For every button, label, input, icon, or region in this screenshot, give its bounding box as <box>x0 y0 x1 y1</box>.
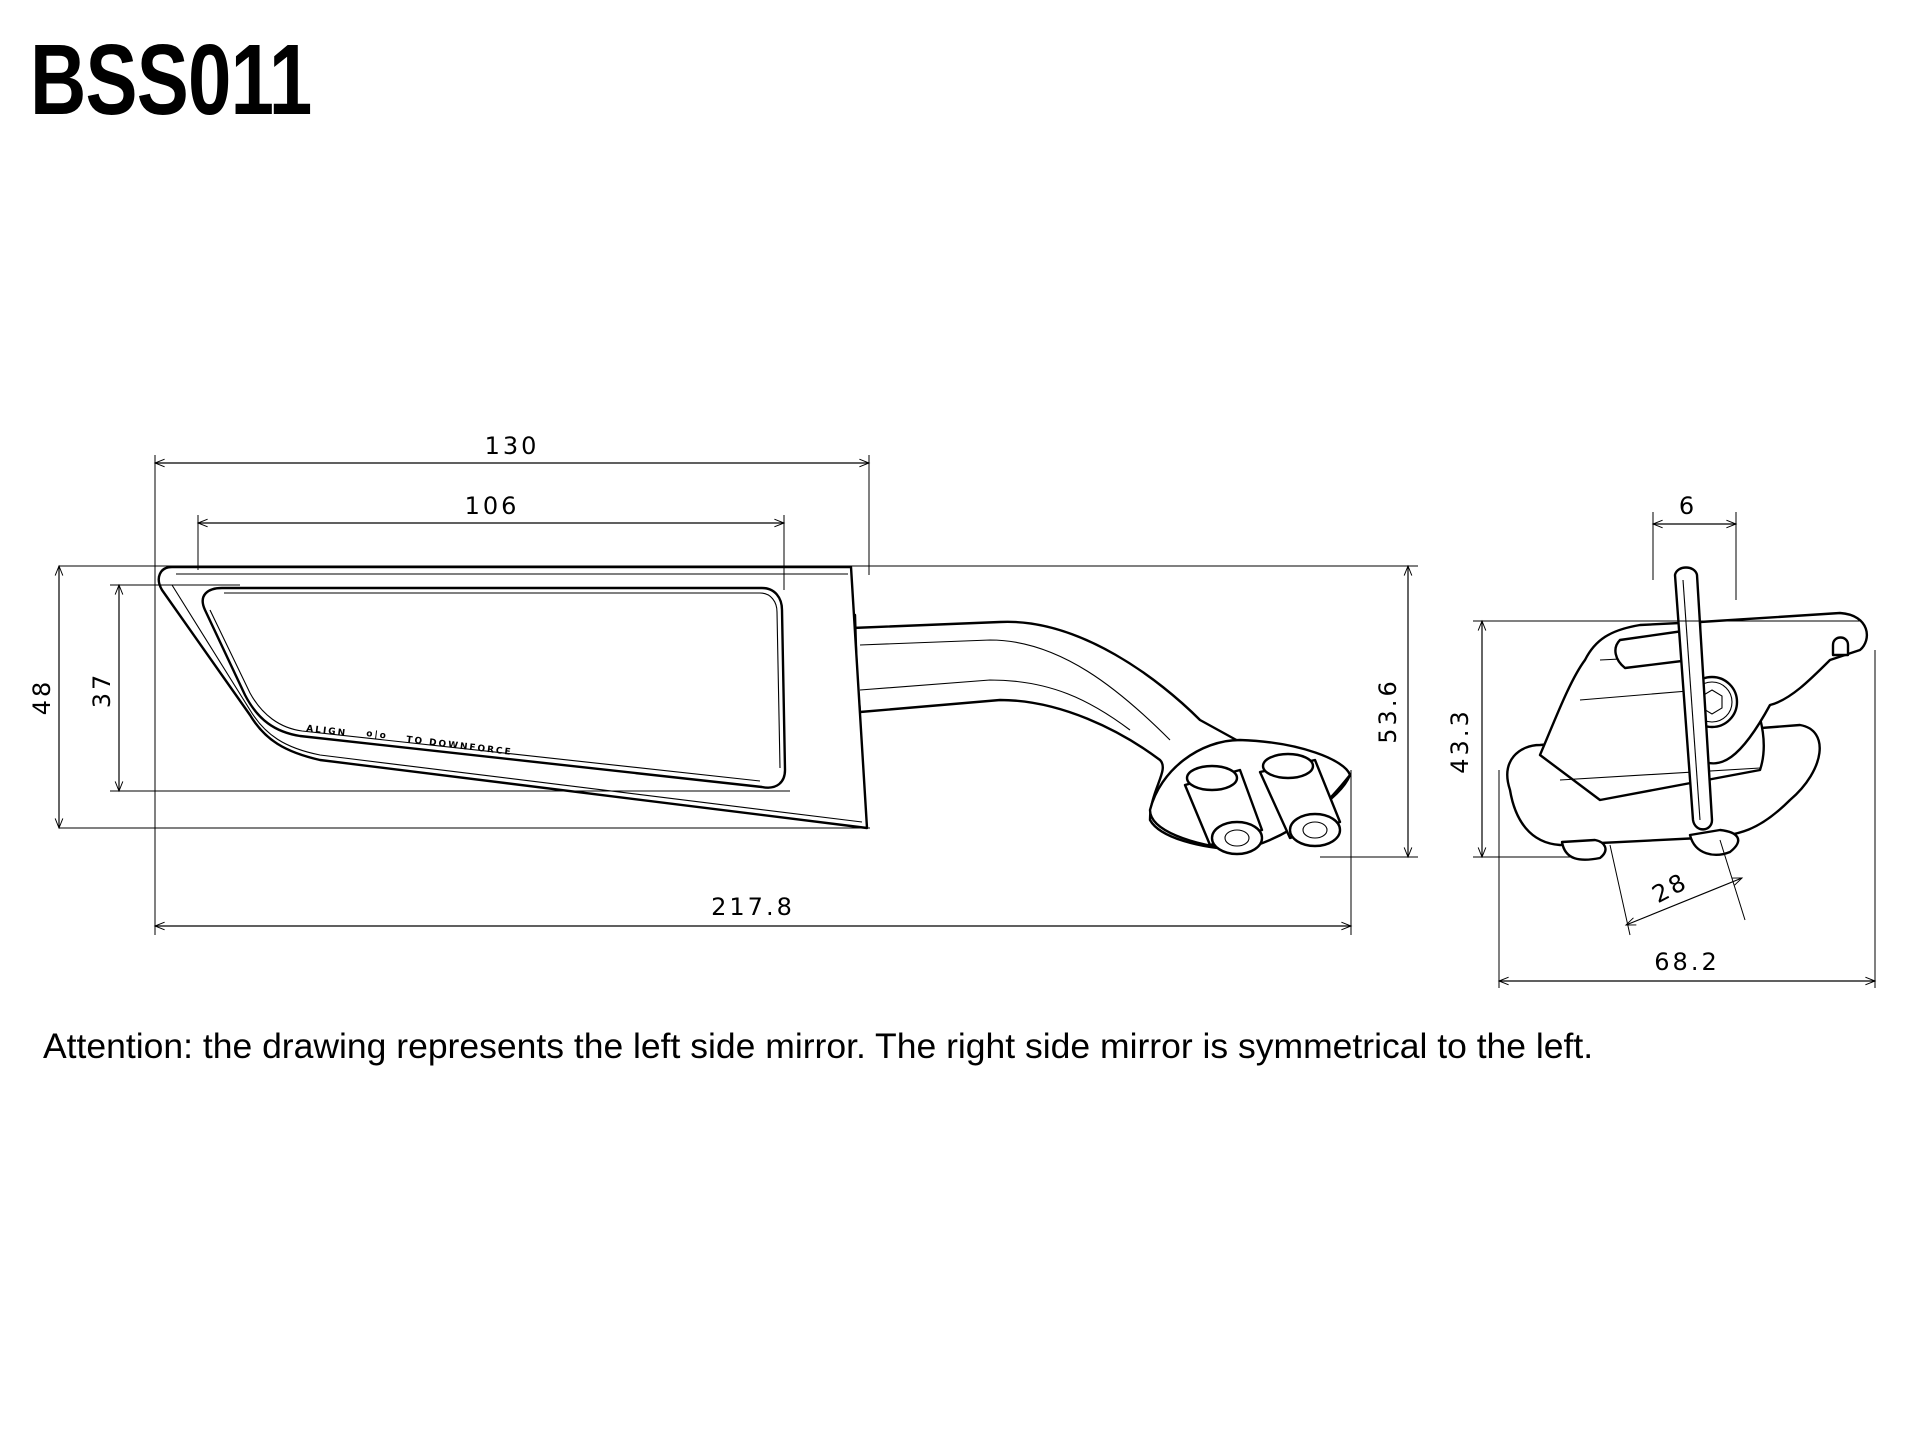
svg-text:68.2: 68.2 <box>1654 948 1719 976</box>
label-align: ALIGN <box>306 724 348 739</box>
dim-side-height: 43.3 <box>1446 619 1487 859</box>
side-view: 6 43.3 28 68.2 <box>1446 492 1877 988</box>
svg-text:106: 106 <box>465 492 520 520</box>
dim-blade-thickness: 6 <box>1651 492 1738 529</box>
dim-glass-width: 106 <box>196 492 786 528</box>
svg-text:130: 130 <box>485 432 540 460</box>
dim-side-depth: 68.2 <box>1497 948 1877 986</box>
dim-total-height: 53.6 <box>1374 564 1413 859</box>
svg-text:53.6: 53.6 <box>1374 678 1402 743</box>
front-view: ALIGN o|o TO DOWNFORCE 130 106 48 37 217… <box>28 432 1418 935</box>
dim-total-length: 217.8 <box>153 893 1353 931</box>
mount-bushings <box>1183 752 1342 856</box>
svg-text:48: 48 <box>28 679 56 716</box>
side-bracket <box>1698 611 1869 765</box>
product-code-title: BSS011 <box>30 24 312 136</box>
label-symbol: o|o <box>366 729 389 742</box>
side-blade <box>1673 566 1714 831</box>
svg-text:217.8: 217.8 <box>711 893 795 921</box>
svg-text:6: 6 <box>1679 492 1697 520</box>
dim-hole-spacing: 28 <box>1624 867 1744 926</box>
dim-glass-height: 37 <box>88 583 124 793</box>
mirror-glass <box>201 586 787 789</box>
svg-text:28: 28 <box>1648 867 1693 909</box>
attention-note: Attention: the drawing represents the le… <box>43 1026 1594 1066</box>
svg-text:43.3: 43.3 <box>1446 708 1474 773</box>
dim-overall-width: 130 <box>153 432 871 468</box>
svg-text:37: 37 <box>88 672 116 709</box>
dim-overall-height: 48 <box>28 564 64 830</box>
